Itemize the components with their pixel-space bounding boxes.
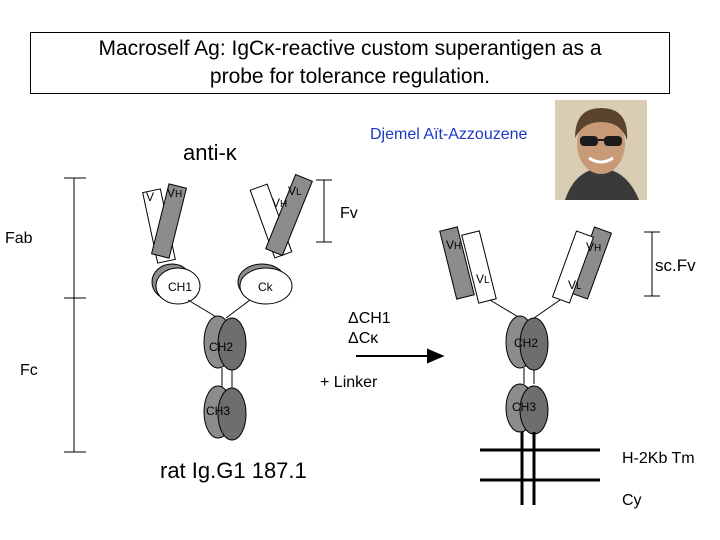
fv-bracket [316,179,332,243]
fc-label: Fc [20,362,38,379]
portrait-icon [555,100,647,200]
rat-igg-label: rat Ig.G1 187.1 [160,458,307,483]
anti-kappa-label: anti-κ [183,140,237,165]
rat-igg-antibody [142,173,313,441]
vh-scfv-left-v: V [446,238,455,252]
vh-right-sub: H [280,199,288,210]
vh-left-label: VH [167,186,182,200]
linker-label: + Linker [320,374,378,391]
vl-scfv-left-label: VL [476,272,490,286]
vl-scfv-left-v: V [476,272,485,286]
ch2-left-label: CH2 [209,340,234,354]
ch3-left-label: CH3 [206,404,231,418]
vh-scfv-right-v: V [586,240,595,254]
vh-scfv-left-label: VH [446,238,461,252]
title-line-2: probe for tolerance regulation. [209,65,491,88]
scfv-construct [439,226,613,505]
delta-ck-label: ΔCκ [348,330,379,347]
vl-scfv-left-sub: L [484,275,490,286]
vh-scfv-right-sub: H [594,243,602,254]
vl-scfv-right-label: VL [568,278,582,292]
title-line-1: Macroself Ag: IgCκ-reactive custom super… [98,37,602,60]
author-name: Djemel Aït-Azzouzene [370,126,528,143]
fab-label: Fab [5,230,33,247]
vh-right-label: VH [272,196,287,210]
scfv-bracket [644,231,660,297]
vh-left-v: V [167,186,176,200]
vh-scfv-left-sub: H [454,241,462,252]
title-box: Macroself Ag: IgCκ-reactive custom super… [30,32,670,94]
vl-scfv-right-v: V [568,278,577,292]
delta-ch1-label: ΔCH1 [348,310,391,327]
vl-right-label: VL [288,184,302,198]
ch1-label: CH1 [168,280,193,294]
ck-label: Ck [258,280,273,294]
cy-label: Cy [622,492,642,509]
vh-scfv-right-label: VH [586,240,601,254]
scfv-label: sc.Fv [655,256,696,275]
vl-scfv-right-sub: L [576,281,582,292]
vl-right-v: V [288,184,297,198]
fv-label: Fv [340,205,358,222]
vh-left-sub: H [175,189,183,200]
vl-left-label: V [146,190,155,204]
ch3-right-label: CH3 [512,400,537,414]
left-bracket [64,177,86,453]
h2kb-label: H-2Kb Tm [622,450,695,467]
vl-right-sub: L [296,187,302,198]
ch2-right-label: CH2 [514,336,539,350]
arrow [356,348,445,364]
portrait-photo [555,100,647,200]
vh-right-v: V [272,196,281,210]
